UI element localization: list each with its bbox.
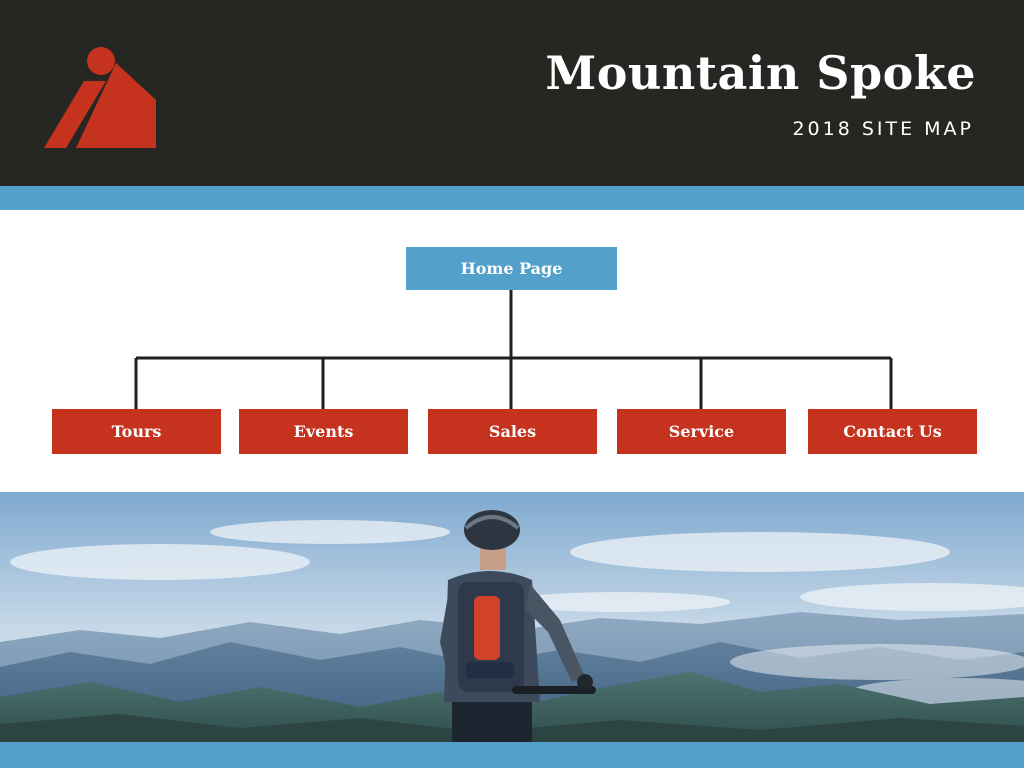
page-subtitle: 2018 SITE MAP — [792, 118, 974, 140]
node-sales[interactable]: Sales — [428, 409, 597, 454]
node-events[interactable]: Events — [239, 409, 408, 454]
sitemap-diagram: Home Page Tours Events Sales Service Con… — [0, 210, 1024, 492]
cyclist-mountain-photo — [0, 492, 1024, 742]
node-contact-us[interactable]: Contact Us — [808, 409, 977, 454]
node-service[interactable]: Service — [617, 409, 786, 454]
sitemap-connectors — [134, 290, 893, 409]
top-accent-band — [0, 186, 1024, 210]
bottom-accent-band — [0, 742, 1024, 768]
header-bar: Mountain Spoke 2018 SITE MAP — [0, 0, 1024, 186]
mountain-person-logo-icon — [44, 47, 156, 148]
cyclist-figure — [440, 510, 596, 742]
node-home-page[interactable]: Home Page — [406, 247, 617, 290]
page-title: Mountain Spoke — [545, 46, 976, 100]
node-tours[interactable]: Tours — [52, 409, 221, 454]
